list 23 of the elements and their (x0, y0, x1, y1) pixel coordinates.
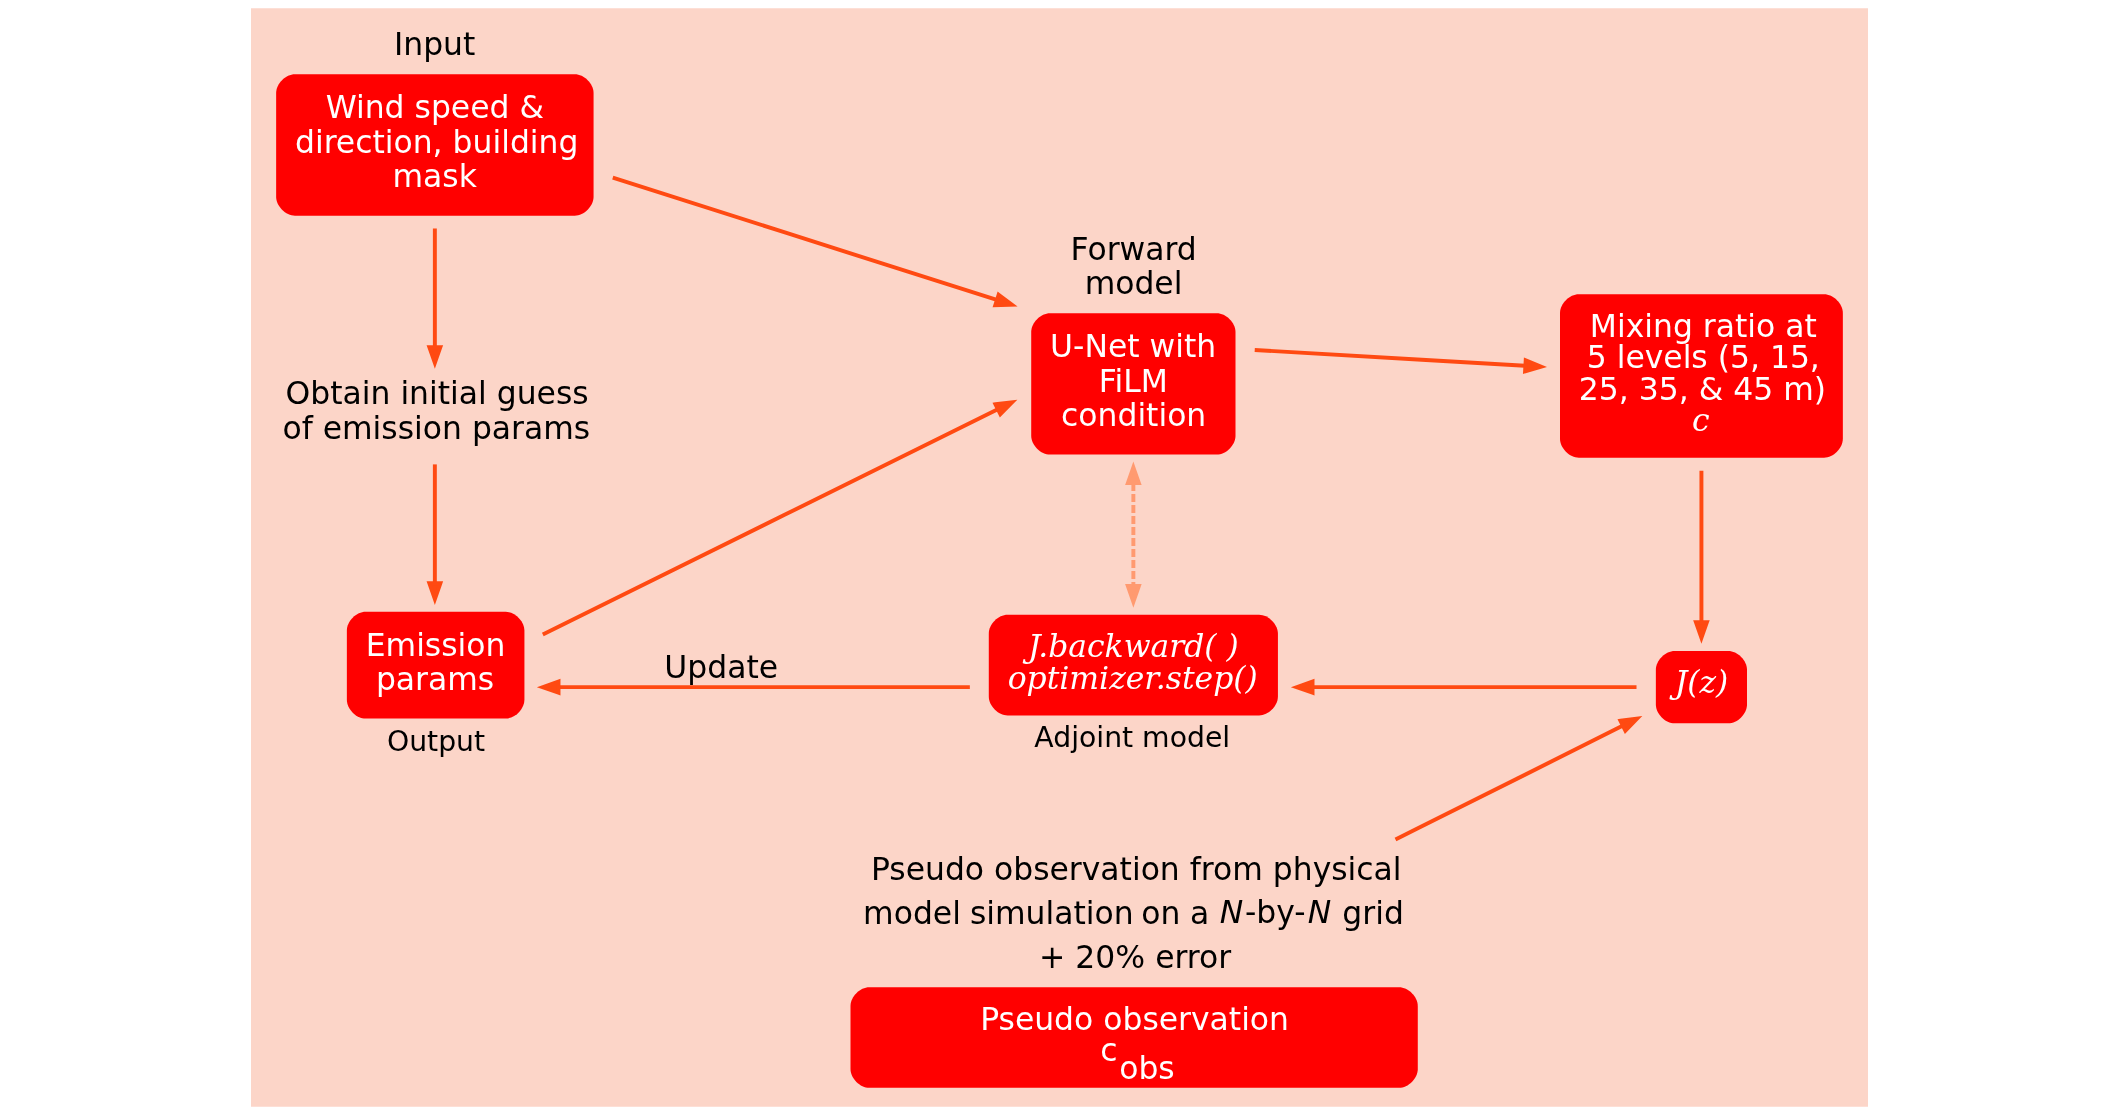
node-text: Obtain initial guess of emission params (281, 375, 590, 446)
arrow (536, 678, 970, 696)
node-box: Emission params (346, 611, 524, 719)
edge-label: Update (663, 648, 778, 685)
node-label: Pseudo observation from physical model simulation on a N-by-N grid + 20% error (862, 851, 1404, 976)
arrow (426, 464, 443, 605)
node-box: Wind speed & direction, building mask (275, 74, 594, 216)
node-box: Mixing ratio at 5 levels (5, 15, 25, 35, & 45 m) c (1559, 294, 1843, 458)
node-label: Output (386, 724, 485, 758)
arrow (1254, 348, 1547, 374)
arrow (1692, 470, 1710, 644)
node-label: Forward model (1070, 230, 1197, 302)
node-label: Input (393, 26, 475, 63)
arrow (611, 175, 1018, 308)
arrow (426, 228, 443, 369)
node-box: J(z) (1655, 651, 1747, 724)
arrow (1290, 678, 1636, 696)
arrow (541, 399, 1017, 637)
node-label: Adjoint model (1033, 721, 1230, 755)
arrow (1124, 461, 1142, 608)
arrow (1394, 715, 1642, 842)
node-box: U-Net with FiLM condition (1030, 313, 1235, 455)
node-box: J.backward( ) optimizer.step() (988, 614, 1278, 716)
